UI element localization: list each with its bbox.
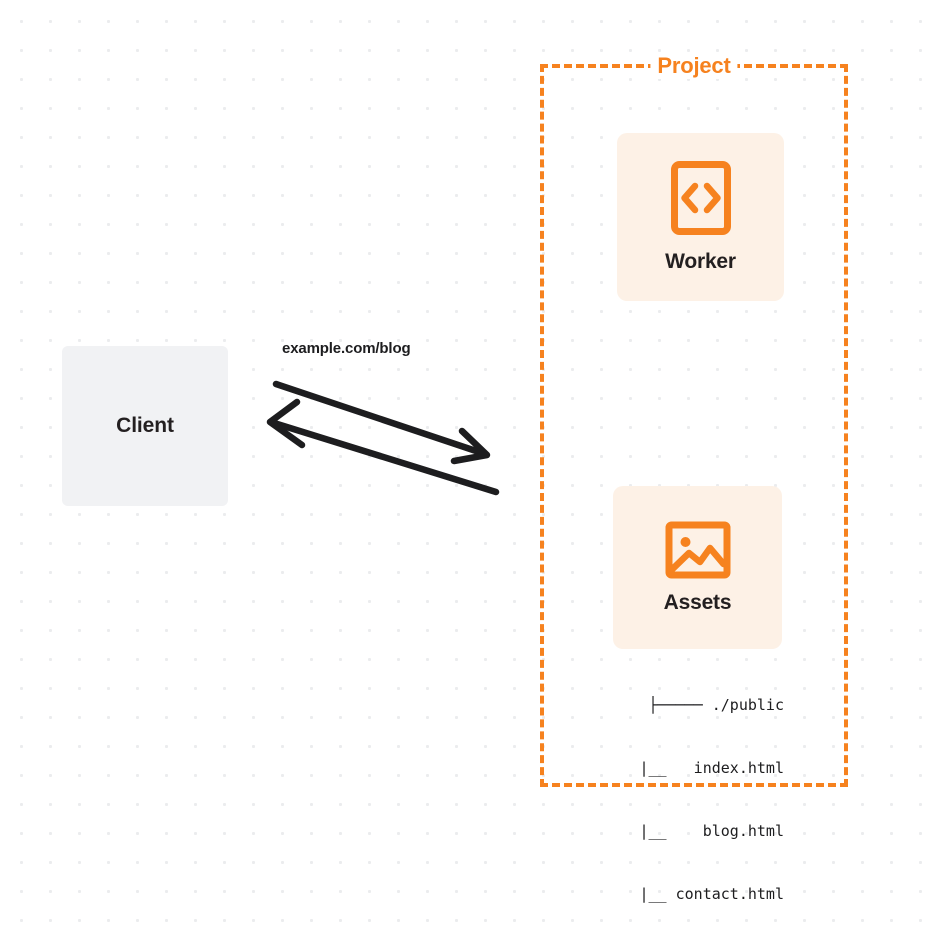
assets-card[interactable]: Assets bbox=[613, 486, 782, 649]
client-node: Client bbox=[62, 346, 228, 506]
response-arrow bbox=[266, 398, 500, 496]
file-tree: ├───── ./public |__ index.html |__ blog.… bbox=[584, 653, 784, 947]
file-tree-line: |__ index.html bbox=[612, 759, 784, 777]
project-title: Project bbox=[650, 53, 738, 79]
project-container: Project Worker Assets ├───── ./public |_… bbox=[540, 53, 848, 903]
worker-card[interactable]: Worker bbox=[617, 133, 784, 301]
file-tree-line: |__ contact.html bbox=[612, 885, 784, 903]
worker-label: Worker bbox=[665, 250, 736, 273]
code-brackets-icon bbox=[670, 160, 732, 236]
image-icon bbox=[665, 521, 731, 579]
client-label: Client bbox=[116, 414, 174, 437]
connector-label: example.com/blog bbox=[282, 340, 411, 357]
connector-arrows bbox=[266, 380, 500, 496]
file-tree-line: ├───── ./public bbox=[648, 696, 784, 714]
assets-label: Assets bbox=[663, 590, 732, 614]
file-tree-line: |__ blog.html bbox=[612, 822, 784, 840]
request-arrow bbox=[272, 380, 491, 465]
